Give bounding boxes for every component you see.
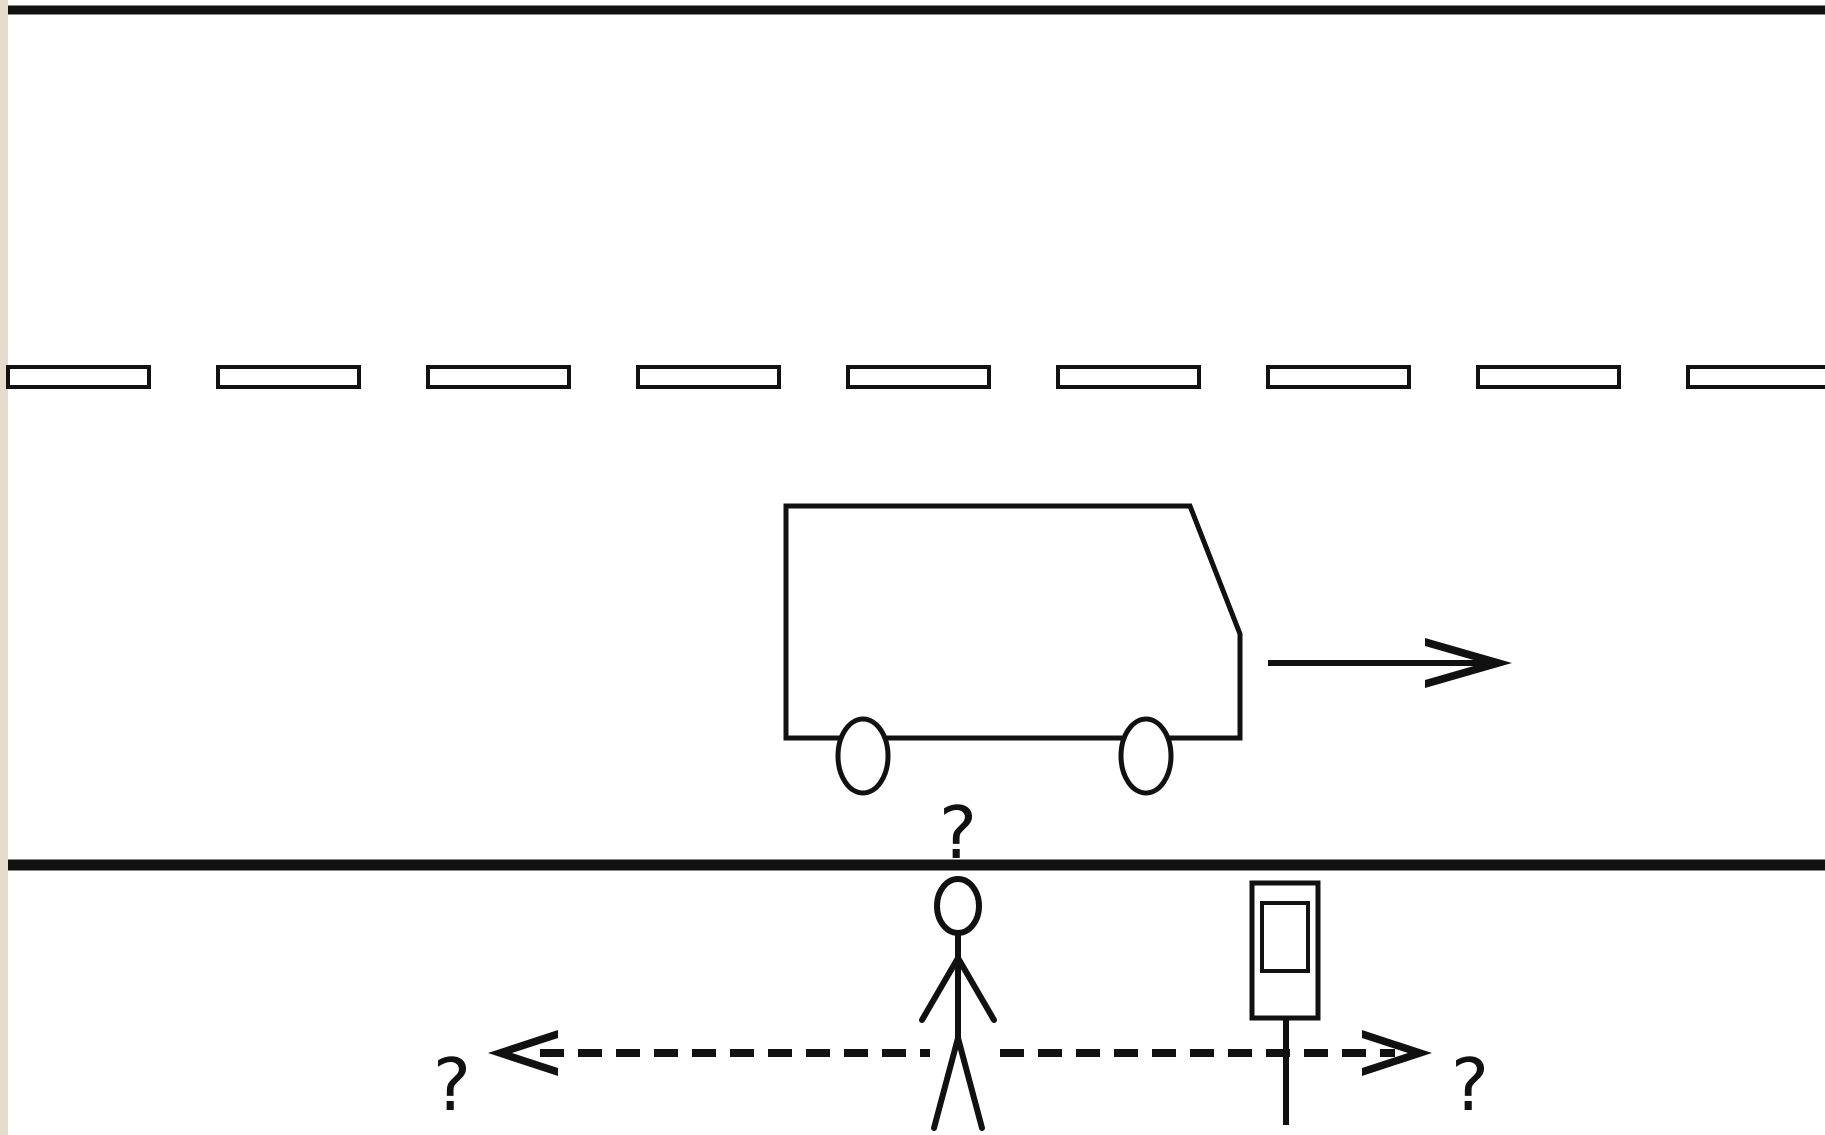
left-edge-strip	[0, 0, 8, 1135]
lane-dash	[1476, 365, 1621, 389]
person-right-arm	[955, 955, 997, 1023]
person-left-arm	[919, 955, 961, 1023]
bus-stop-sign	[1249, 880, 1321, 1125]
walk-direction-arrows	[488, 1030, 1432, 1076]
bus-front-wheel	[1118, 716, 1174, 796]
lane-divider	[6, 365, 1825, 389]
arrow-head-left	[488, 1030, 558, 1076]
lane-dash	[636, 365, 781, 389]
arrow-head-right	[1425, 638, 1512, 688]
lane-dash	[1266, 365, 1411, 389]
person-right-leg	[955, 1035, 985, 1131]
question-mark-left: ?	[433, 1043, 471, 1127]
lane-dash	[426, 365, 571, 389]
bus-rear-wheel	[835, 716, 891, 796]
sign-panel	[1260, 901, 1310, 973]
arrow-head-right-walk	[1362, 1030, 1432, 1076]
question-mark-right: ?	[1451, 1043, 1489, 1127]
person-figure	[919, 876, 997, 1131]
bus	[783, 503, 1243, 796]
person-left-leg	[931, 1035, 961, 1131]
lane-dash	[216, 365, 361, 389]
bus-direction-arrow	[1268, 638, 1512, 688]
person-head	[934, 876, 982, 936]
lane-dash	[6, 365, 151, 389]
bus-body	[783, 503, 1243, 741]
lane-dash	[1686, 365, 1825, 389]
lane-dash	[1056, 365, 1201, 389]
lane-dash	[846, 365, 991, 389]
